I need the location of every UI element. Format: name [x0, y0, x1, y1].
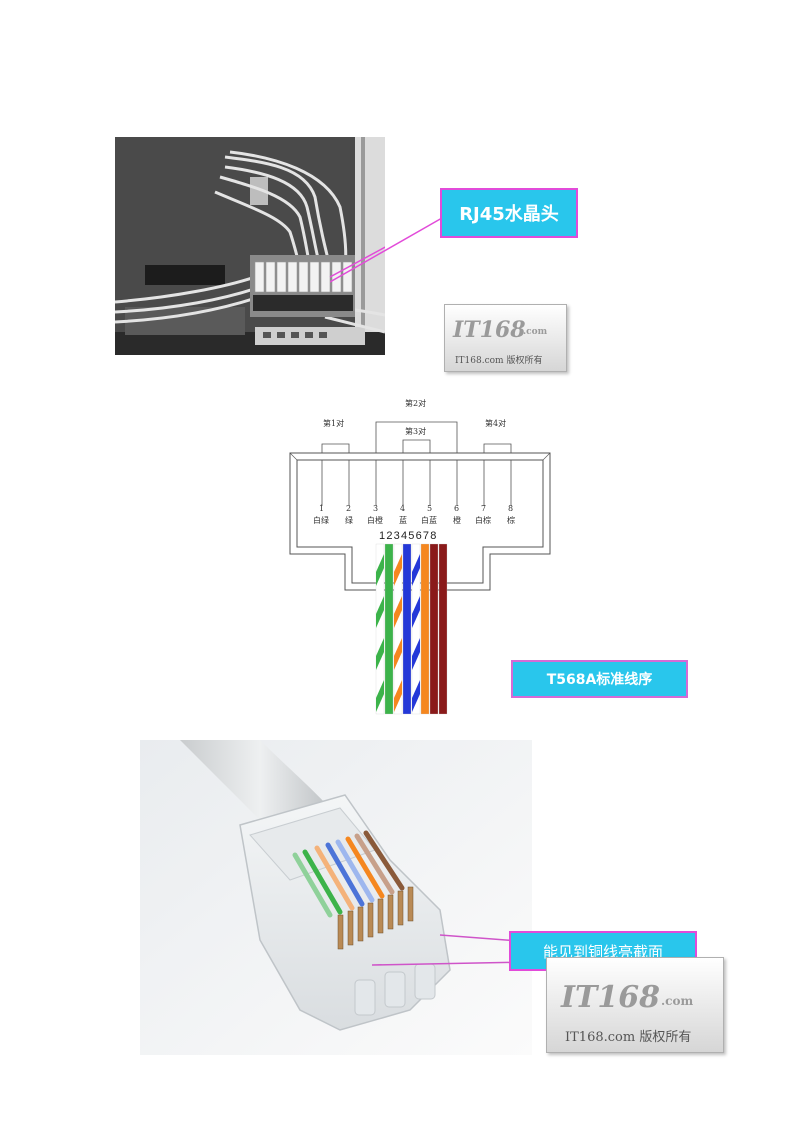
- wire-stripe: [394, 596, 402, 628]
- wire-stripe: [394, 680, 402, 712]
- pin-color-name: 棕: [507, 515, 515, 525]
- pin-sequence: 12345678: [379, 530, 438, 542]
- wire-stripe: [412, 680, 420, 712]
- pin-number: 4: [400, 504, 405, 513]
- rj45-plug-photo: [140, 740, 532, 1055]
- wire-3: [393, 543, 403, 715]
- watermark-logo: IT168: [561, 980, 660, 1015]
- cabinet-photo: [115, 137, 385, 355]
- pin-color-name: 蓝: [399, 515, 407, 525]
- wire-5: [411, 543, 421, 715]
- wire-stripe: [394, 638, 402, 670]
- pin-number: 1: [319, 504, 324, 513]
- pin-color-name: 绿: [345, 516, 353, 525]
- watermark-copyright: IT168.com 版权所有: [565, 1030, 692, 1045]
- pin-number: 3: [373, 504, 378, 513]
- wire-8: [438, 543, 448, 715]
- it168-watermark-2: IT168 .com IT168.com 版权所有: [546, 957, 724, 1053]
- wire-stripe: [376, 554, 384, 586]
- t568a-diagram-drawing: 第1对 第2对 第3对 第4对 1 白绿 2 绿 3 白橙 4 蓝 5 白蓝 6…: [289, 398, 551, 715]
- pin-color-name: 白橙: [367, 515, 383, 525]
- it168-watermark-1: IT168 .com IT168.com 版权所有: [444, 304, 567, 372]
- wire-stripe: [412, 554, 420, 586]
- pair2-label: 第2对: [405, 398, 426, 408]
- pin-number: 2: [346, 504, 351, 513]
- pair1-label: 第1对: [323, 418, 344, 428]
- callout-pointer-1: [330, 217, 443, 283]
- wire-stripe: [394, 554, 402, 586]
- wire-stripe: [376, 680, 384, 712]
- wire-6: [420, 543, 430, 715]
- wire-stripe: [412, 638, 420, 670]
- rj45-callout-label: RJ45水晶头: [440, 188, 578, 238]
- wire-stripe: [376, 596, 384, 628]
- wire-bundle: [375, 543, 448, 715]
- pair3-label: 第3对: [405, 426, 426, 436]
- watermark-logo-suffix: .com: [661, 994, 694, 1008]
- wire-4: [402, 543, 412, 715]
- pin-number: 8: [508, 504, 513, 513]
- pin-color-name: 白棕: [475, 515, 491, 525]
- pin-number: 6: [454, 504, 459, 513]
- rj45-plug-drawing: [140, 740, 532, 1055]
- cabinet-photo-drawing: [115, 137, 385, 355]
- wire-1: [375, 543, 385, 715]
- watermark-copyright: IT168.com 版权所有: [455, 356, 543, 366]
- t568a-diagram: 第1对 第2对 第3对 第4对 1 白绿 2 绿 3 白橙 4 蓝 5 白蓝 6…: [285, 396, 705, 716]
- watermark-logo-suffix: .com: [523, 327, 548, 337]
- wire-2: [384, 543, 394, 715]
- pin-color-name: 白绿: [313, 515, 329, 525]
- pin-number: 7: [481, 504, 486, 513]
- watermark-logo: IT168: [453, 317, 526, 343]
- wire-stripe: [412, 596, 420, 628]
- wire-7: [429, 543, 439, 715]
- t568a-caption: T568A标准线序: [511, 660, 688, 698]
- pin-color-name: 橙: [453, 515, 461, 525]
- pin-color-name: 白蓝: [421, 515, 437, 525]
- pin-labels: 1 白绿 2 绿 3 白橙 4 蓝 5 白蓝 6 橙 7 白棕 8 棕: [313, 504, 515, 525]
- wire-stripe: [376, 638, 384, 670]
- pair4-label: 第4对: [485, 418, 506, 428]
- pin-number: 5: [427, 504, 432, 513]
